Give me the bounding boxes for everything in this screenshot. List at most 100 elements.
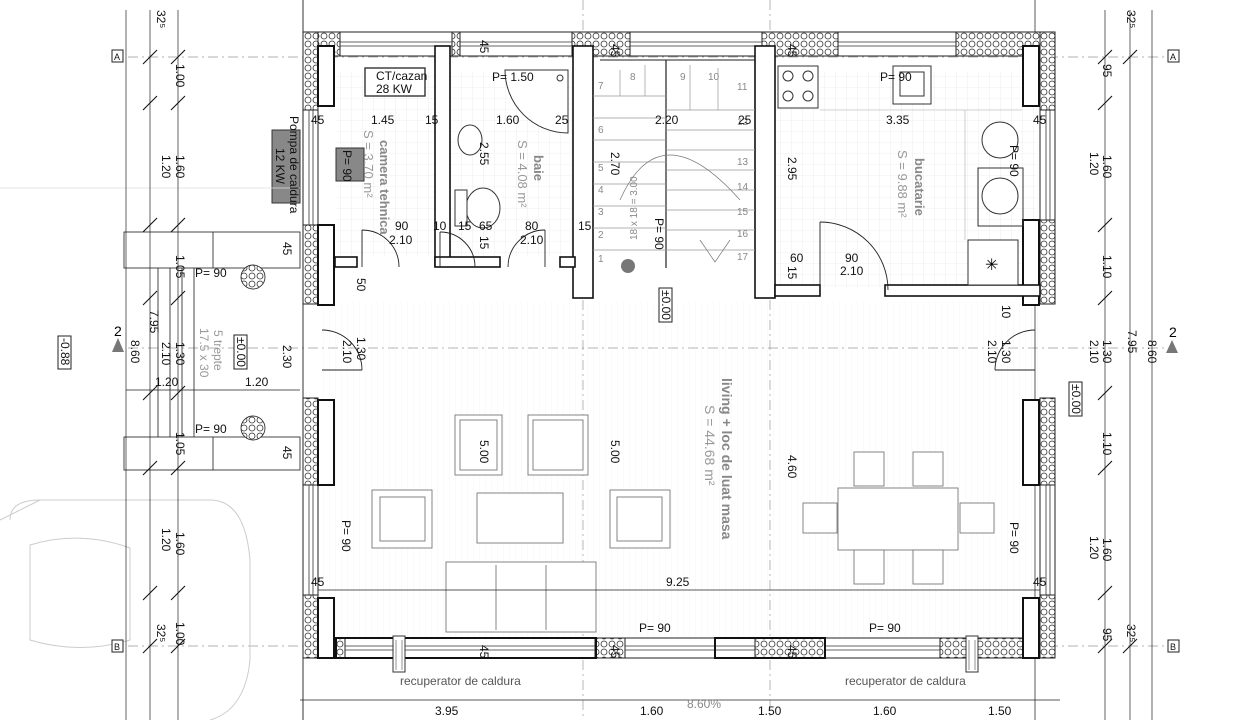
dim-kitchen-295: 2.95: [785, 157, 799, 181]
dim-stair-width: 2.20: [655, 113, 679, 127]
dim-living-wall-left: 45: [311, 575, 325, 589]
dim-wall-15-a: 15: [477, 236, 491, 250]
dim-door-right-210: 2.10: [985, 340, 999, 364]
dim-right-10: 1.60: [1100, 538, 1114, 562]
dim-kitchen-door-gap: 60: [790, 251, 804, 265]
grid-marker-b-right: B: [1170, 642, 1176, 652]
stair-step-9: 9: [680, 72, 686, 83]
slope-label-bottom: 8.60%: [687, 697, 721, 711]
kitchen-top-label: P= 90: [880, 70, 912, 84]
room-area-kitchen: S = 9.88 m²: [895, 150, 910, 218]
stair-step-13: 13: [737, 157, 749, 168]
dim-left-6: 8.60: [128, 340, 142, 364]
dim-bath-partition: 25: [555, 113, 569, 127]
dim-left-9: 1.05: [173, 432, 187, 456]
recovery-label-right: recuperator de caldura: [845, 674, 966, 688]
dim-right-12: 95: [1100, 628, 1114, 642]
dim-wall-45-f: 45: [477, 645, 491, 659]
stair-step-10: 10: [708, 72, 720, 83]
stair-step-14: 14: [737, 182, 749, 193]
ext-stairs-label-1: 5 trepte: [211, 330, 225, 371]
dim-right-3: 1.20: [1087, 152, 1101, 176]
fixtures: [271, 65, 1024, 286]
recovery-label-left: recuperator de caldura: [400, 674, 521, 688]
dim-door-gap-3: 65: [479, 219, 493, 233]
dim-bottom-4: 1.60: [873, 704, 897, 718]
dim-right-2: 1.60: [1100, 155, 1114, 179]
dim-left-3: 1.20: [159, 155, 173, 179]
staircase: [593, 65, 755, 263]
dim-ext-stair-3: 45: [280, 446, 294, 460]
dim-ext-stair-2: 2.30: [280, 345, 294, 369]
stair-step-2: 2: [598, 230, 604, 241]
room-area-bath: S = 4.08 m²: [515, 140, 530, 208]
dim-wall-15-b: 15: [785, 266, 799, 280]
room-name-living: living + loc de luat masa: [719, 378, 735, 540]
dim-bottom-1: 3.95: [435, 704, 459, 718]
dim-wall-45-a: 45: [477, 40, 491, 54]
dim-bottom-2: 1.60: [640, 704, 664, 718]
living-furniture: [371, 414, 995, 633]
dim-left-4: 1.05: [173, 255, 187, 279]
stair-step-3: 3: [598, 207, 604, 218]
dim-left-7: 2.10: [159, 342, 173, 366]
kitchen-side-label: P= 90: [1007, 145, 1021, 177]
dim-stair-270: 2.70: [608, 152, 622, 176]
room-labels: camera tehnica S = 3.70 m² baie S = 4.08…: [361, 130, 927, 540]
room-name-kitchen: bucatarie: [912, 158, 927, 216]
stair-step-8: 8: [630, 72, 636, 83]
room-area-living: S = 44.68 m²: [702, 405, 718, 486]
shower-label: P= 1.50: [492, 70, 534, 84]
dim-tech-width: 1.45: [371, 113, 395, 127]
dim-stair-500: 5.00: [608, 440, 622, 464]
stair-step-5: 5: [598, 163, 604, 174]
dim-left-bottom: 32⁵: [154, 624, 168, 642]
dim-kitchen-door: 90: [845, 251, 859, 265]
section-marker-right: 2: [1169, 324, 1177, 340]
exterior-stairs: [123, 231, 301, 471]
tech-panel-label: P= 90: [340, 150, 354, 182]
dim-left-12: 1.00: [173, 622, 187, 646]
pump-label-1: Pompa de caldura: [287, 116, 301, 214]
dim-bottom-5: 1.50: [988, 704, 1012, 718]
dim-left-1: 1.00: [173, 64, 187, 88]
dim-right-5: 7.95: [1125, 330, 1139, 354]
dim-left-5: 7.95: [147, 310, 161, 334]
dim-right-11: 1.20: [1087, 536, 1101, 560]
dim-ext-stair-1: 45: [280, 242, 294, 256]
dim-tech-door: 90: [395, 219, 409, 233]
level-marker-right: ±0.00: [1069, 384, 1083, 414]
pump-label-2: 12 KW: [273, 148, 287, 185]
ext-stairs-label-2: 17.5 x 30: [197, 328, 211, 378]
dim-living-500: 5.00: [477, 440, 491, 464]
dim-kitchen-wall: 45: [1033, 113, 1047, 127]
dim-ext-right: 1.20: [245, 375, 269, 389]
dim-bath-255: 2.55: [477, 142, 491, 166]
dim-door-left-130: 1.30: [354, 337, 368, 361]
dim-tech-wall: 45: [311, 113, 325, 127]
dim-kitchen-door-h: 2.10: [840, 264, 864, 278]
stair-step-15: 15: [737, 207, 749, 218]
living-left-window-label: P= 90: [339, 520, 353, 552]
stair-step-16: 16: [737, 229, 749, 240]
fan-symbol: ✳: [985, 257, 998, 274]
dim-kitchen-width: 3.35: [886, 113, 910, 127]
dim-stair-partition: 25: [738, 113, 752, 127]
interior-walls: [334, 45, 1041, 299]
dim-right-7: 2.10: [1087, 340, 1101, 364]
doors: [321, 221, 1036, 371]
dim-living-460: 4.60: [785, 455, 799, 479]
dim-left-10: 1.60: [173, 532, 187, 556]
dim-door-left-210: 2.10: [340, 340, 354, 364]
dim-ext-left: 1.20: [155, 375, 179, 389]
stair-step-4: 4: [598, 185, 604, 196]
level-marker-center: ±0.00: [659, 290, 673, 320]
dim-left-top: 32⁵: [154, 10, 168, 28]
dim-bath-door-h: 2.10: [520, 233, 544, 247]
dim-living-wall-right: 45: [1033, 575, 1047, 589]
stair-step-12: 12: [737, 117, 749, 128]
dim-right-1: 95: [1100, 64, 1114, 78]
stair-step-1: 1: [598, 254, 604, 265]
boiler-label-2: 28 KW: [376, 82, 413, 96]
